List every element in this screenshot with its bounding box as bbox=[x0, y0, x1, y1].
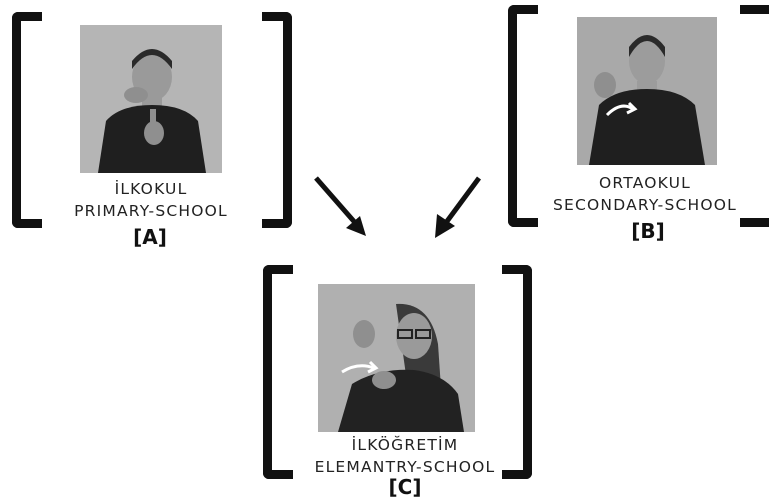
bracket-right-b bbox=[740, 5, 769, 227]
caption-c: İLKÖĞRETİM ELEMANTRY-SCHOOL bbox=[280, 434, 530, 478]
bracket-left-b bbox=[508, 5, 538, 227]
panel-c: İLKÖĞRETİM ELEMANTRY-SCHOOL [C] bbox=[255, 260, 555, 499]
label-en-b: SECONDARY-SCHOOL bbox=[552, 196, 738, 214]
label-en-c: ELEMANTRY-SCHOOL bbox=[314, 458, 496, 476]
photo-signer-b bbox=[577, 17, 717, 165]
bracket-left-c bbox=[263, 265, 293, 479]
photo-signer-a bbox=[80, 25, 222, 173]
bracket-right-c bbox=[502, 265, 532, 479]
bracket-left-a bbox=[12, 12, 42, 228]
tag-c: [C] bbox=[388, 475, 422, 499]
label-tr-c: İLKÖĞRETİM bbox=[351, 436, 459, 454]
label-en-a: PRIMARY-SCHOOL bbox=[74, 202, 228, 220]
caption-b: ORTAOKUL SECONDARY-SCHOOL bbox=[525, 172, 765, 216]
caption-a: İLKOKUL PRIMARY-SCHOOL bbox=[60, 178, 242, 222]
tag-a: [A] bbox=[133, 225, 167, 249]
panel-b: ORTAOKUL SECONDARY-SCHOOL [B] bbox=[500, 0, 769, 250]
tag-b: [B] bbox=[631, 219, 665, 243]
panel-a: İLKOKUL PRIMARY-SCHOOL [A] bbox=[0, 0, 300, 250]
arrow-down-right-icon bbox=[314, 176, 366, 236]
arrow-down-left-icon bbox=[435, 176, 482, 238]
label-tr-b: ORTAOKUL bbox=[599, 174, 691, 192]
bracket-right-a bbox=[262, 12, 292, 228]
label-tr-a: İLKOKUL bbox=[114, 180, 188, 198]
photo-signer-c bbox=[318, 284, 475, 432]
